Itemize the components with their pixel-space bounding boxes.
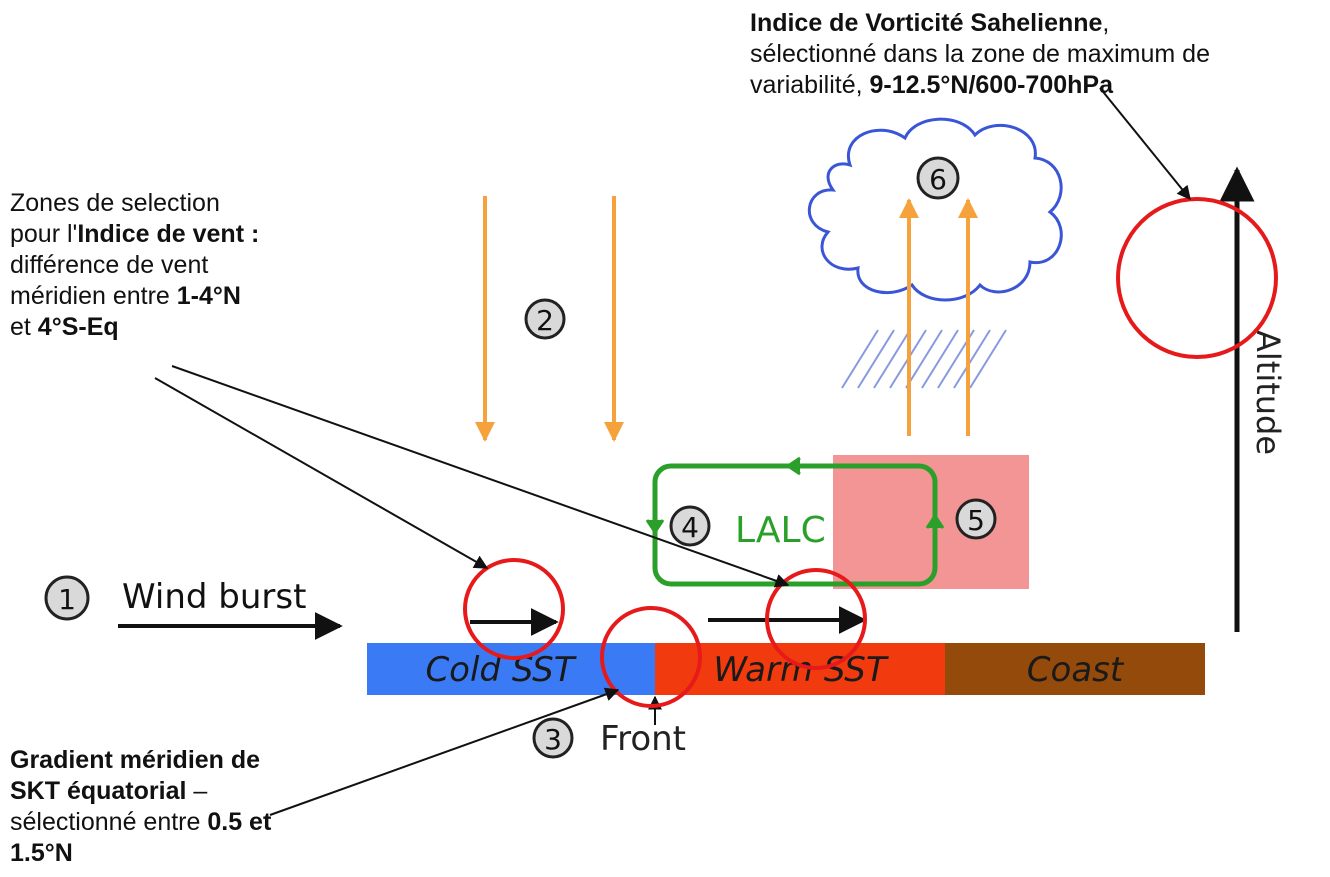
altitude-label: Altitude [1249,330,1287,455]
pointer-wind-index-to-warm [171,365,790,588]
cloud-outline [808,117,1063,302]
svg-text:4: 4 [681,511,699,544]
step-badge-6: 6 [916,156,960,200]
step-badge-2: 2 [524,298,566,340]
step-badge-3: 3 [532,717,574,759]
annotation-gradient-line1: Gradient méridien de [10,745,370,776]
svg-text:3: 3 [544,723,562,756]
svg-text:1: 1 [58,583,76,616]
lalc-label: LALC [735,510,826,551]
pointer-wind-index-to-cold [154,377,489,569]
cold-sst-band [367,643,655,695]
annotation-wind-index-line1: Zones de selection [10,189,220,217]
annotation-wind-index-line4: méridien entre 1-4°N [10,281,350,312]
front-label: Front [600,719,686,759]
annotation-vorticity: Indice de Vorticité Sahelienne, sélectio… [750,8,1320,101]
step-badge-5: 5 [955,498,997,540]
annotation-wind-index-line5: et 4°S-Eq [10,312,350,343]
annotation-gradient-range-start: 0.5 et [207,808,272,836]
annotation-vorticity-title-suffix: , [1102,9,1110,37]
annotation-gradient-line4: 1.5°N [10,838,370,869]
annotation-gradient-line2: SKT équatorial – [10,776,370,807]
lalc-loop-arrow-right [925,513,945,529]
svg-text:6: 6 [929,163,947,196]
annotation-vorticity-title: Indice de Vorticité Sahelienne [750,9,1103,37]
annotation-gradient: Gradient méridien de SKT équatorial – sé… [10,745,370,869]
annotation-wind-index-title: Indice de vent : [77,220,260,248]
annotation-wind-index-line2: pour l'Indice de vent : [10,219,350,250]
annotation-gradient-line3: sélectionné entre 0.5 et [10,807,370,838]
highlight-circle-cold-wind [463,558,565,660]
wind-burst-label: Wind burst [122,577,306,617]
annotation-gradient-line3-prefix: sélectionné entre [10,808,208,836]
lalc-loop-arrow-left [645,519,665,535]
annotation-vorticity-line2: sélectionné dans la zone de maximum de [750,40,1210,68]
annotation-gradient-subject: SKT équatorial [10,777,187,805]
highlight-circle-warm-wind [765,568,867,670]
rain-hatching [841,329,1007,389]
step-badge-1: 1 [44,575,90,621]
pointer-vorticity [1099,87,1191,201]
annotation-wind-index-line5-prefix: et [10,313,38,341]
warm-sst-band [655,643,945,695]
step-badge-4: 4 [669,505,711,547]
highlight-circle-front [600,606,702,708]
annotation-wind-index-south-range: 4°S-Eq [37,313,119,341]
pointer-gradient-to-front [269,687,620,816]
highlight-circle-vorticity [1116,197,1278,359]
annotation-gradient-title: Gradient méridien de [10,746,261,774]
annotation-wind-index-line2-prefix: pour l' [10,220,78,248]
annotation-vorticity-line1: Indice de Vorticité Sahelienne, [750,8,1320,39]
annotation-wind-index: Zones de selection pour l'Indice de vent… [10,188,350,343]
annotation-wind-index-north-range: 1-4°N [176,282,241,310]
annotation-wind-index-line4-prefix: méridien entre [10,282,177,310]
annotation-vorticity-line3-prefix: variabilité, [750,71,870,99]
lalc-loop-arrow-top [785,456,801,476]
annotation-gradient-range-end: 1.5°N [10,839,73,867]
svg-text:2: 2 [536,304,554,337]
annotation-gradient-line2-suffix: – [186,777,208,805]
coast-label: Coast [1027,650,1125,690]
warm-sst-label: Warm SST [713,650,888,690]
coast-band [945,643,1205,695]
annotation-vorticity-range: 9-12.5°N/600-700hPa [869,71,1113,99]
annotation-vorticity-line3: variabilité, 9-12.5°N/600-700hPa [750,70,1320,101]
annotation-wind-index-line3: différence de vent [10,251,209,279]
svg-text:5: 5 [967,504,985,537]
